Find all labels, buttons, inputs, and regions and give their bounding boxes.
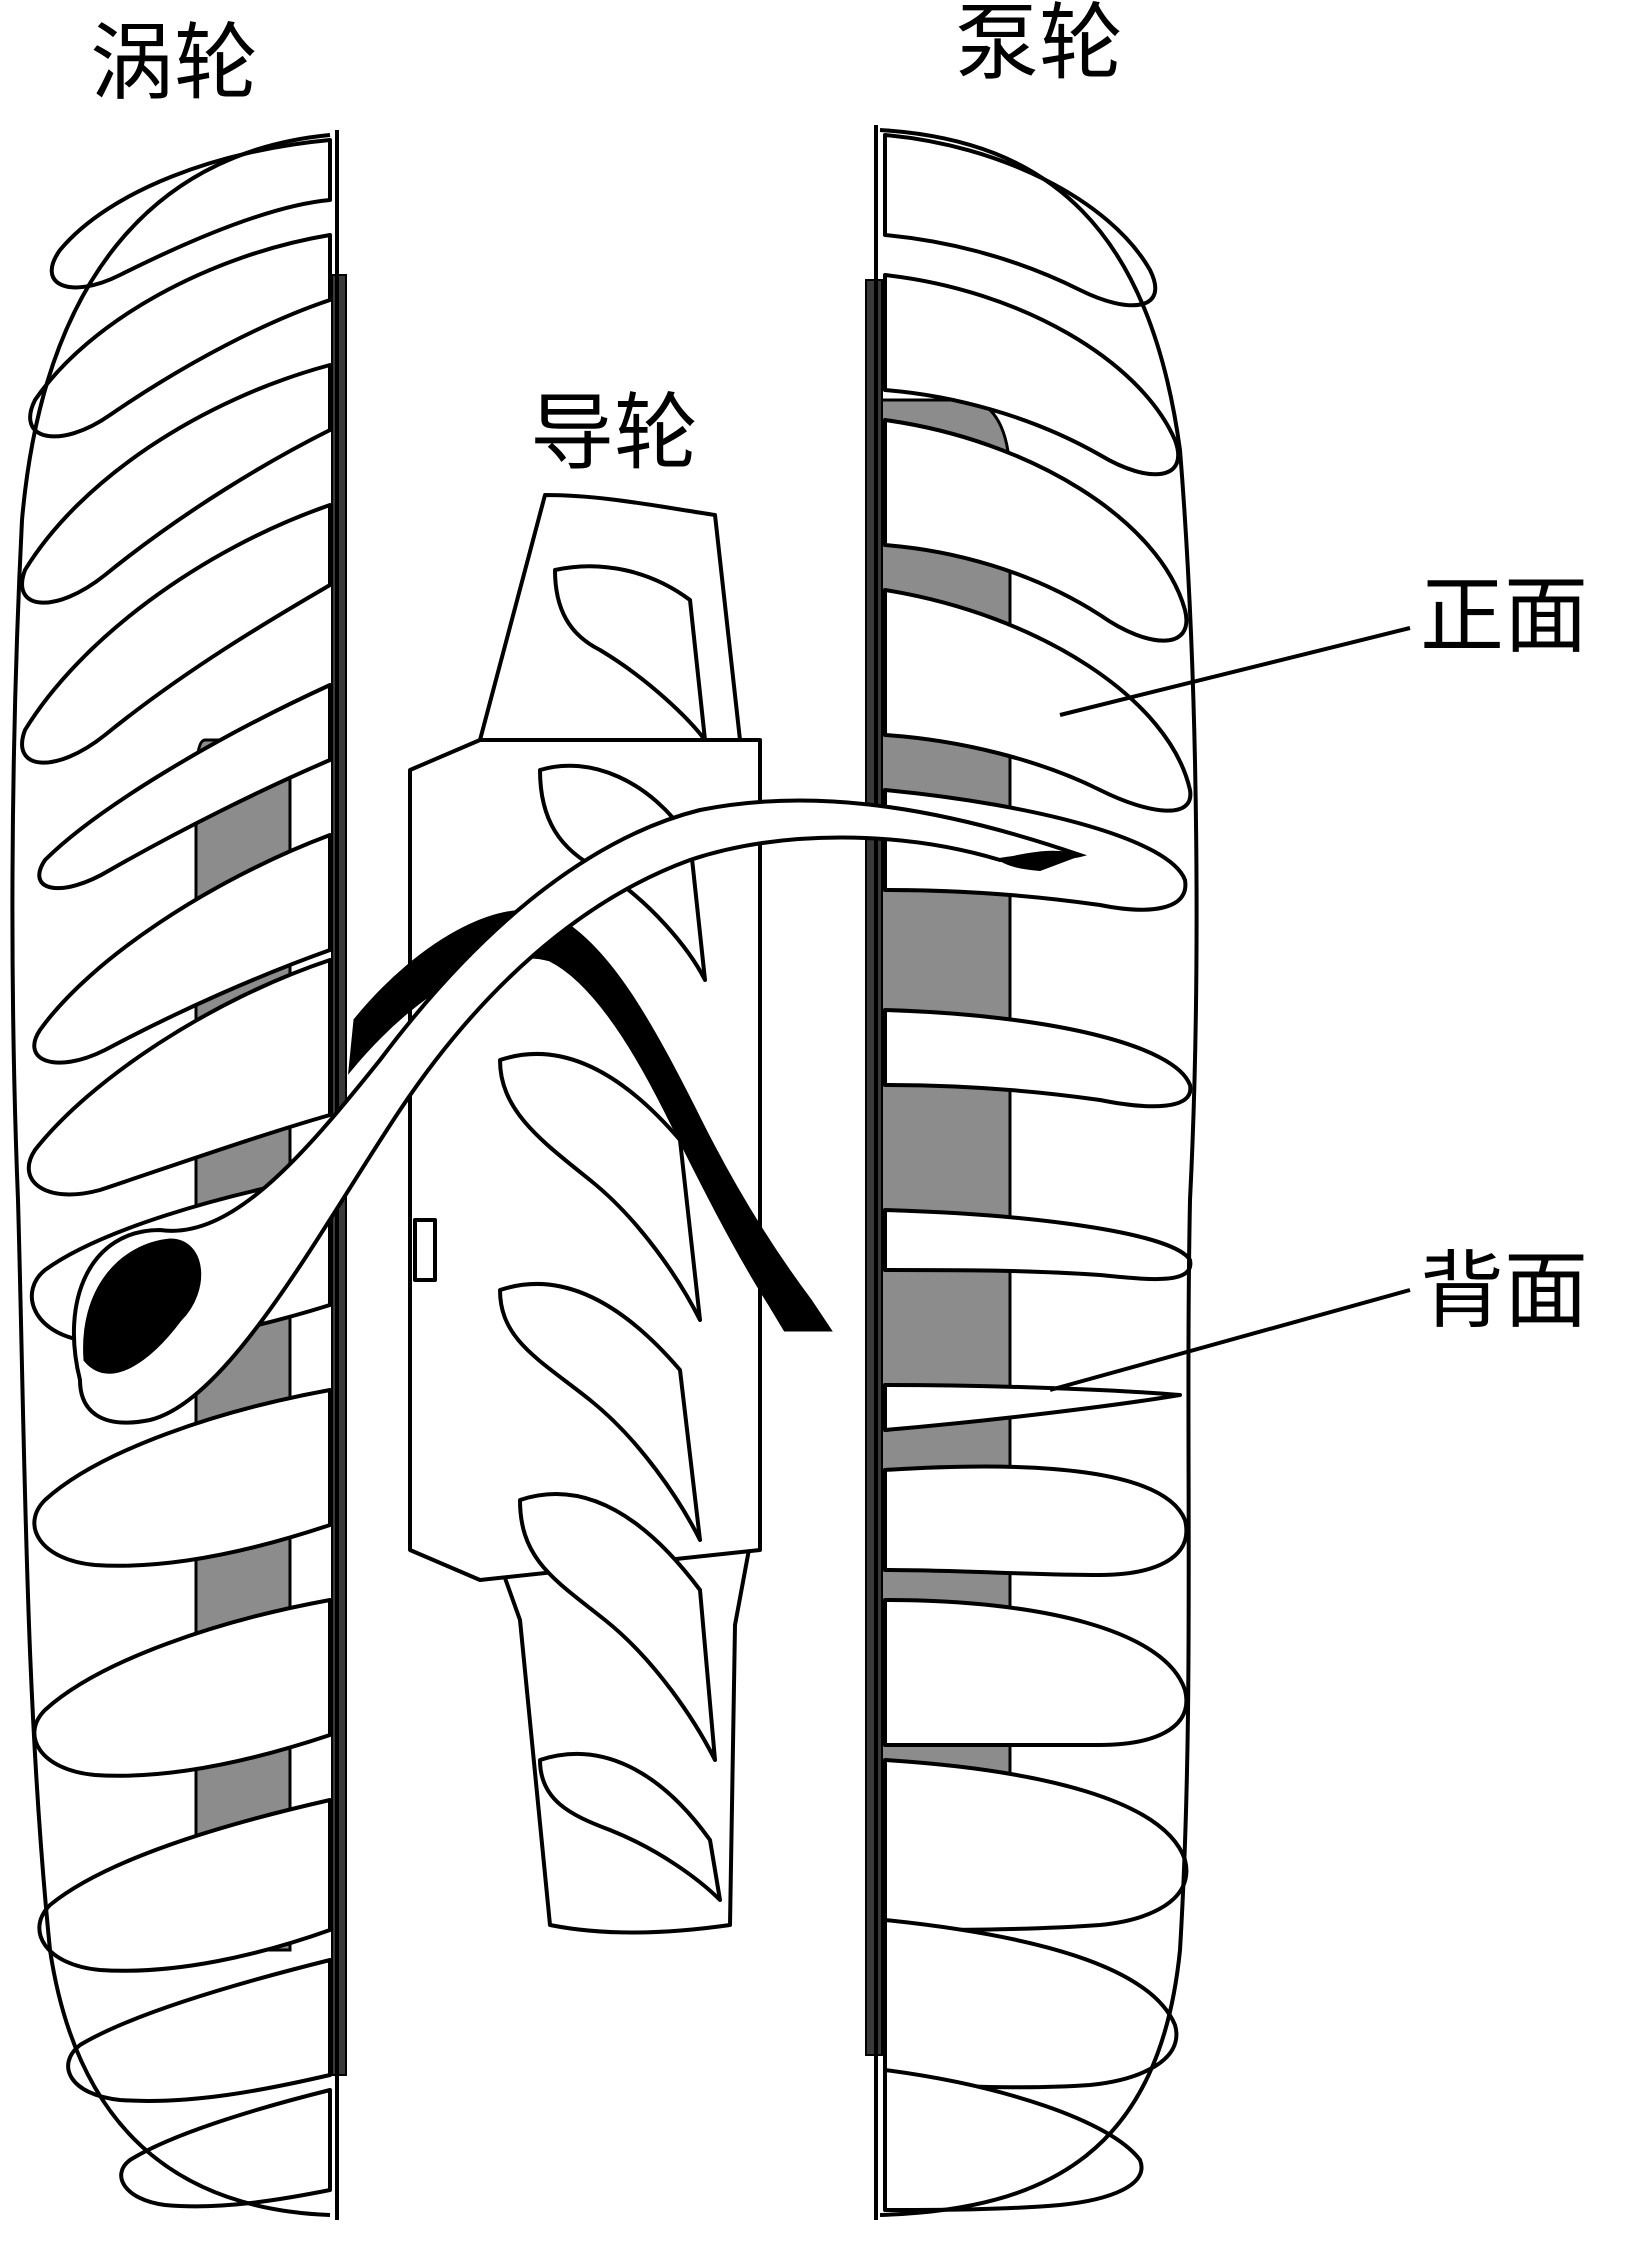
stator-label: 导轮 (530, 384, 698, 482)
pump-blade (883, 1598, 1189, 1748)
stator-blade (498, 1051, 702, 1322)
turbine-blade (49, 138, 332, 290)
pump-blade (883, 2068, 1144, 2212)
pump-blade (883, 133, 1158, 308)
pump-blade (883, 588, 1193, 813)
pump-blade (883, 1758, 1189, 1932)
turbine-blade (32, 1388, 332, 1568)
pump-blade (883, 1008, 1193, 1109)
turbine-blade (32, 833, 332, 1065)
stator-blade (553, 564, 707, 742)
back-face-leader-line (1049, 1288, 1411, 1392)
turbine-blade (37, 683, 332, 891)
turbine-label: 涡轮 (90, 14, 258, 112)
pump-blade (883, 1208, 1193, 1282)
turbine-blade (20, 363, 332, 605)
pump-blade (883, 273, 1181, 477)
turbine-blade (20, 503, 332, 765)
pump-blades (883, 133, 1193, 2212)
pump-label: 泵轮 (955, 0, 1123, 92)
front-face-label: 正面 (1420, 567, 1588, 665)
turbine-blade (26, 958, 332, 1197)
flow-ribbon-tip-dark (997, 850, 1084, 872)
stator-blade (518, 1492, 717, 1762)
stator-blade (538, 1751, 722, 1902)
stator-wheel (408, 493, 762, 1935)
turbine-blade (119, 2088, 332, 2209)
front-face-leader-line (1059, 626, 1411, 717)
turbine-outer-rim (10, 133, 331, 2217)
turbine-blade (28, 233, 332, 439)
turbine-blade (37, 1798, 332, 1973)
pump-outer-rim (879, 128, 1199, 2217)
flow-loop-dark (83, 1238, 202, 1374)
back-face-label: 背面 (1420, 1242, 1588, 1340)
pump-wheel (865, 125, 1199, 2220)
pump-blade-back-face (883, 1383, 1182, 1432)
stator-blade (498, 1281, 702, 1542)
stator-key (413, 1218, 437, 1282)
turbine-blade (66, 1958, 332, 2103)
pump-blade (883, 1464, 1189, 1577)
turbine-blade (32, 1598, 332, 1778)
fluid-flow-path (71, 798, 1088, 1425)
pump-blade (883, 418, 1189, 643)
pump-blade (883, 1918, 1179, 2090)
